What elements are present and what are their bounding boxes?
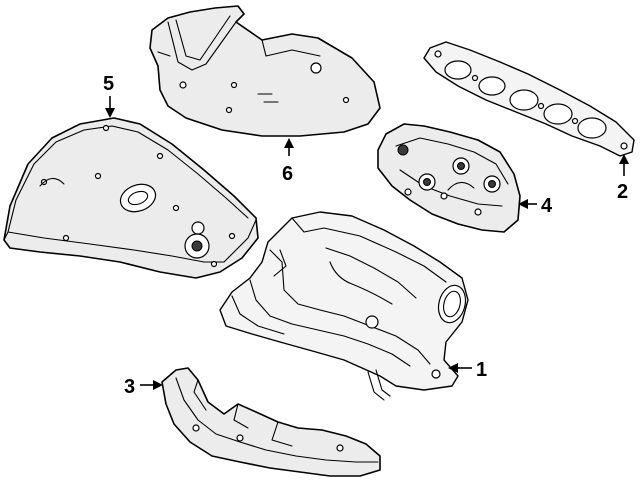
callout-3: 3	[124, 376, 163, 398]
callout-label: 5	[103, 73, 114, 95]
callout-4: 4	[518, 195, 553, 217]
exhaust-manifold-icon	[219, 211, 469, 401]
manifold-gasket-icon	[423, 41, 635, 157]
rear-heat-shield-icon	[149, 5, 381, 137]
callout-label: 3	[124, 376, 135, 398]
lower-heat-shield-icon	[161, 367, 381, 477]
callout-1: 1	[448, 359, 487, 381]
manifold-heat-shield-icon	[377, 123, 521, 233]
callout-label: 2	[617, 181, 628, 203]
callout-2: 2	[617, 154, 629, 203]
callout-6: 6	[282, 138, 294, 185]
callout-5: 5	[103, 73, 115, 118]
callout-label: 4	[541, 195, 553, 217]
callout-label: 6	[282, 163, 293, 185]
upper-heat-shield-icon	[3, 117, 259, 279]
callout-label: 1	[476, 359, 487, 381]
